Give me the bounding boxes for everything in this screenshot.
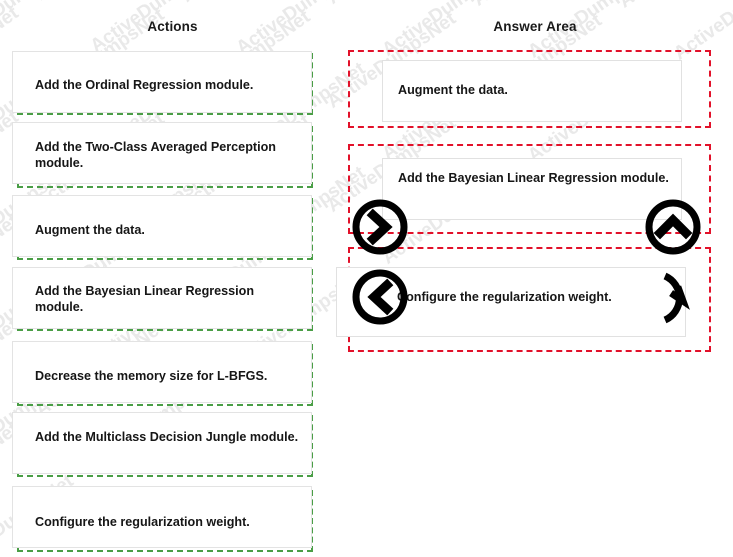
action-item-surface xyxy=(12,51,312,113)
action-item-surface xyxy=(12,412,312,474)
answer-slot-label: Add the Bayesian Linear Regression modul… xyxy=(398,171,669,185)
actions-column-header: Actions xyxy=(147,19,198,34)
action-item-ordinal-regression[interactable]: Add the Ordinal Regression module. xyxy=(12,51,313,115)
answer-slot-label: Augment the data. xyxy=(398,83,508,97)
action-item-surface xyxy=(12,486,312,548)
action-item-decrease-memory[interactable]: Decrease the memory size for L-BFGS. xyxy=(12,341,313,406)
action-item-label: Decrease the memory size for L-BFGS. xyxy=(35,369,268,383)
chevron-right-circle-icon[interactable] xyxy=(350,197,410,257)
action-item-label: Add the Multiclass Decision Jungle modul… xyxy=(35,430,299,444)
action-item-regularization-weight[interactable]: Configure the regularization weight. xyxy=(12,486,313,552)
chevron-up-circle-icon[interactable] xyxy=(643,197,703,257)
action-item-surface xyxy=(12,122,312,184)
answer-slot-1[interactable]: Augment the data. xyxy=(348,50,711,128)
action-item-label: Add the Two-Class Averaged Perception mo… xyxy=(35,140,276,170)
answer-slot-label: Configure the regularization weight. xyxy=(397,290,612,304)
action-item-surface xyxy=(12,267,312,329)
action-item-label: Configure the regularization weight. xyxy=(35,515,250,529)
chevron-left-circle-icon[interactable] xyxy=(350,267,410,327)
action-item-label: Augment the data. xyxy=(35,223,145,237)
action-item-surface xyxy=(12,341,312,403)
answer-slot-surface xyxy=(382,158,682,220)
action-item-surface xyxy=(12,195,312,257)
answer-slot-2[interactable]: Add the Bayesian Linear Regression modul… xyxy=(348,144,711,234)
action-item-label: Add the Bayesian Linear Regression modul… xyxy=(35,284,255,314)
action-item-multiclass-jungle[interactable]: Add the Multiclass Decision Jungle modul… xyxy=(12,412,313,477)
action-item-bayesian-linear[interactable]: Add the Bayesian Linear Regression modul… xyxy=(12,267,313,331)
action-item-augment-data[interactable]: Augment the data. xyxy=(12,195,313,260)
chevron-down-circle-icon[interactable] xyxy=(655,268,715,328)
action-item-two-class-averaged[interactable]: Add the Two-Class Averaged Perception mo… xyxy=(12,122,313,188)
answer-slot-surface xyxy=(382,60,682,122)
answer-area-column-header: Answer Area xyxy=(493,19,577,34)
action-item-label: Add the Ordinal Regression module. xyxy=(35,78,254,92)
